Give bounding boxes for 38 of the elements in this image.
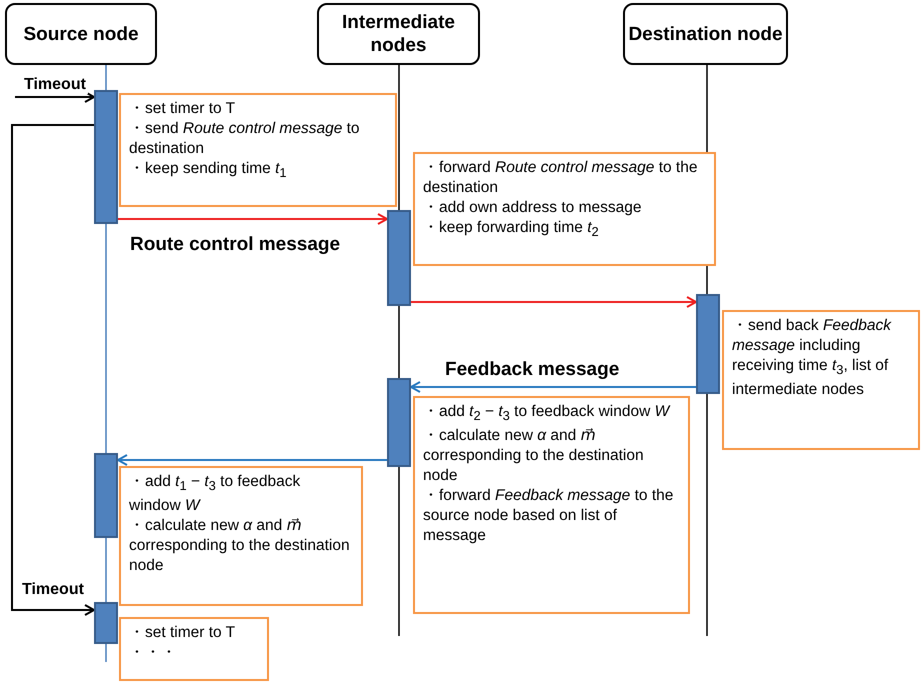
note-box [722, 310, 920, 450]
message-arrow [11, 124, 95, 616]
participant-name: Source node [23, 22, 139, 46]
note-text: ・add own address to message [423, 198, 642, 218]
participant-box [317, 3, 480, 65]
activation-bar [387, 210, 411, 306]
note-box [413, 396, 690, 614]
note-text: ・keep sending time t$_{1}$ [129, 159, 288, 182]
message-arrow [117, 454, 387, 466]
participant-box [623, 3, 788, 65]
note-text: ・set timer to T [129, 623, 236, 643]
activation-bar [94, 90, 118, 224]
message-arrow [15, 91, 95, 103]
note-text: ・send back Feedback message including receiving time t$_{3}$, list of intermediate nodes [732, 316, 892, 400]
note-text: ・・・ [129, 643, 178, 663]
note-text: ・calculate new α and m⃗ corresponding to the destination node [129, 516, 351, 576]
message-label: Timeout [22, 76, 88, 94]
message-arrow [118, 213, 388, 225]
note-box [413, 152, 716, 266]
note-text: ・keep forwarding time t$_{2}$ [423, 218, 600, 242]
note-text: ・add t$_{2}$ − t$_{3}$ to feedback window W [423, 402, 672, 426]
note-box [119, 466, 363, 606]
message-arrow [411, 296, 697, 308]
participant-name: Destination node [628, 22, 783, 46]
participant-name: Intermediate nodes [341, 11, 456, 57]
message-arrow [410, 381, 696, 393]
message-label: Feedback message [443, 359, 622, 381]
note-text: ・set timer to T [129, 99, 236, 119]
activation-bar [387, 378, 411, 467]
activation-bar [696, 294, 720, 394]
note-text: ・forward Feedback message to the source node based on list of message [423, 486, 674, 546]
note-box [119, 93, 397, 207]
note-text: ・forward Route control message to the destination [423, 158, 698, 198]
activation-bar [94, 602, 118, 644]
activation-bar [94, 453, 118, 538]
message-label: Route control message [128, 234, 342, 256]
participant-box [5, 3, 157, 65]
note-box [119, 617, 269, 681]
